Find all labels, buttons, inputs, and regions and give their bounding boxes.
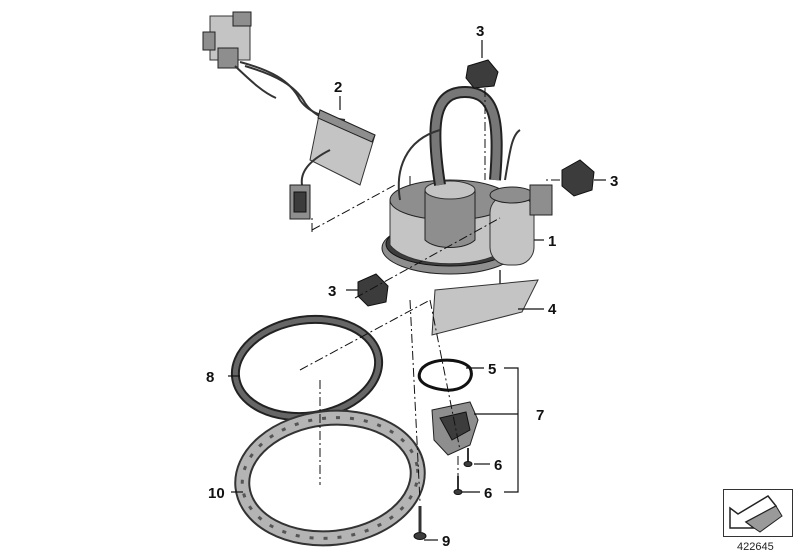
filter-plate (431, 279, 539, 336)
o-ring-small (417, 358, 473, 392)
arrow-down-left-icon (729, 495, 783, 533)
navigation-arrow-button[interactable] (723, 489, 793, 537)
callout-4: 4 (548, 301, 557, 318)
callout-6-lower: 6 (484, 485, 492, 502)
fuel-pump-cylinder (489, 184, 553, 266)
callout-1: 1 (548, 233, 556, 250)
callout-3-right: 3 (610, 173, 618, 190)
rubber-buffer-right (561, 159, 595, 197)
callout-10: 10 (208, 485, 225, 502)
alignment-lines (299, 88, 560, 503)
callout-3-left: 3 (328, 283, 336, 300)
screw-large (413, 506, 427, 540)
callout-labels: 3 2 3 1 3 4 8 5 7 6 6 10 9 (206, 23, 618, 550)
connector-plug (202, 11, 252, 69)
fuel-hose-loop (429, 85, 503, 186)
callout-5: 5 (488, 361, 496, 378)
leader-lines (228, 40, 606, 541)
reference-number: 422645 (737, 541, 774, 553)
wire-connector (289, 149, 331, 220)
callout-2: 2 (334, 79, 342, 96)
screw-small-lower (453, 476, 463, 495)
wiring-bracket (309, 109, 376, 186)
screw-small-upper (463, 448, 473, 467)
fuel-pump-body (389, 179, 511, 265)
lock-ring (234, 409, 426, 547)
sealing-ring (230, 314, 384, 422)
callout-8: 8 (206, 369, 214, 386)
rubber-buffer-left (357, 273, 389, 307)
rubber-buffer-top (465, 59, 499, 89)
callout-9: 9 (442, 533, 450, 550)
sensor-holder (431, 401, 479, 456)
callout-7: 7 (536, 407, 544, 424)
pump-wires (397, 129, 521, 201)
callout-6-upper: 6 (494, 457, 502, 474)
callout-3-top: 3 (476, 23, 484, 40)
